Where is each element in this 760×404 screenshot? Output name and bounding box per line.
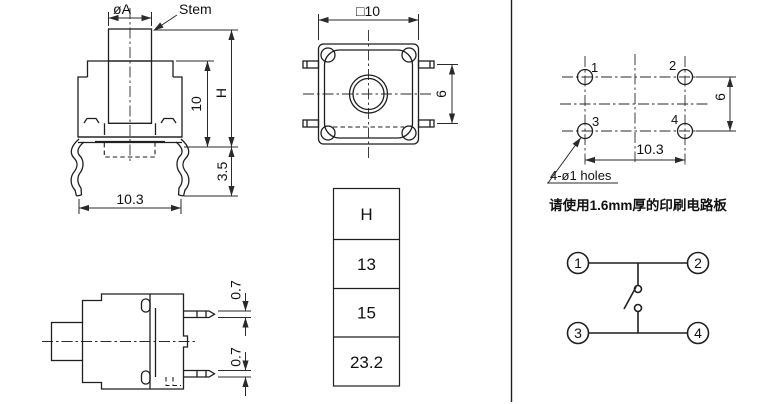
side-pins (183, 310, 216, 378)
top-inner-outline (323, 49, 414, 139)
holes-callout-label: 4-ø1 holes (550, 168, 612, 183)
top-stem-inner (352, 77, 385, 111)
top-dim-square-size: □10 (318, 3, 419, 40)
pcb-holes-callout: 4-ø1 holes (547, 137, 618, 184)
front-legs (70, 138, 190, 197)
table-cell: 23.2 (350, 353, 383, 372)
pcb-dim-horizontal-pitch: 10.3 (585, 141, 685, 164)
table-cell: 13 (357, 255, 376, 274)
pcb-dim-vertical-pitch: 6 (696, 76, 736, 132)
pin-width-bottom-label: 0.7 (228, 347, 244, 367)
pcb-board-note: 请使用1.6mm厚的印刷电路板 (549, 197, 727, 213)
top-corner-post (401, 125, 417, 141)
top-corner-post (320, 47, 336, 63)
table-cell: 15 (357, 304, 376, 323)
pcb-hole-1 (576, 68, 594, 86)
schematic-pin-number: 3 (574, 325, 582, 341)
table-header-h: H (360, 205, 372, 224)
front-dim-body-height: 10 (176, 60, 214, 147)
side-dim-pin-bottom: 0.7 (218, 347, 251, 396)
top-corner-post (401, 47, 417, 63)
overall-height-label: H (213, 88, 229, 98)
pcb-hole-number: 1 (591, 60, 598, 75)
front-hidden-boss (103, 143, 156, 158)
pcb-layout-view: 1 2 3 4 6 10.3 4-ø1 holes 请使用1.6mm厚的印刷电路… (547, 54, 736, 213)
circuit-schematic: 1 2 3 4 (566, 251, 710, 345)
pcb-hole-4 (676, 122, 694, 140)
schematic-pin-number: 1 (574, 255, 582, 271)
front-dim-overall-height: H (154, 29, 238, 148)
pcb-vertical-pitch-label: 6 (712, 93, 728, 101)
side-body-outline (81, 293, 189, 390)
pcb-hole-3 (576, 122, 594, 140)
pcb-hole-number: 2 (669, 58, 676, 73)
schematic-pin-number: 2 (694, 255, 702, 271)
front-dim-body-width: 10.3 (78, 191, 182, 214)
front-cap (86, 60, 174, 77)
pin-width-top-label: 0.7 (228, 280, 244, 300)
front-dim-stem-diameter: øA (108, 1, 152, 26)
front-seat (78, 136, 182, 144)
height-table: H 13 15 23.2 (332, 187, 401, 387)
side-dim-pin-top: 0.7 (218, 280, 251, 336)
body-width-label: 10.3 (116, 191, 143, 207)
pcb-hole-number: 3 (592, 114, 599, 129)
side-view: 0.7 0.7 (42, 280, 251, 396)
pcb-hole-2 (676, 68, 694, 86)
front-dim-lead-length: 3.5 (184, 147, 238, 197)
stem-callout-label: Stem (179, 1, 212, 17)
front-stem-callout: Stem (153, 1, 212, 31)
schematic-switch-contact (623, 263, 643, 333)
top-side-pins (302, 60, 435, 128)
body-height-label: 10 (188, 96, 204, 112)
square-size-label: □10 (356, 3, 380, 19)
lead-length-label: 3.5 (214, 162, 230, 182)
front-view: øA Stem H 10 3.5 1 (70, 1, 238, 214)
pcb-hole-number: 4 (671, 112, 678, 127)
top-body-outline (317, 43, 420, 145)
side-stem (50, 321, 84, 362)
top-corner-post (320, 125, 336, 141)
top-view: □10 6 (302, 3, 458, 158)
stem-diameter-label: øA (113, 1, 132, 17)
top-stem-outer (348, 74, 389, 114)
schematic-pin-number: 4 (694, 325, 702, 341)
top-dim-pin-pitch: 6 (433, 64, 458, 124)
pcb-horizontal-pitch-label: 10.3 (636, 141, 663, 157)
pin-row-pitch-label: 6 (433, 90, 449, 98)
